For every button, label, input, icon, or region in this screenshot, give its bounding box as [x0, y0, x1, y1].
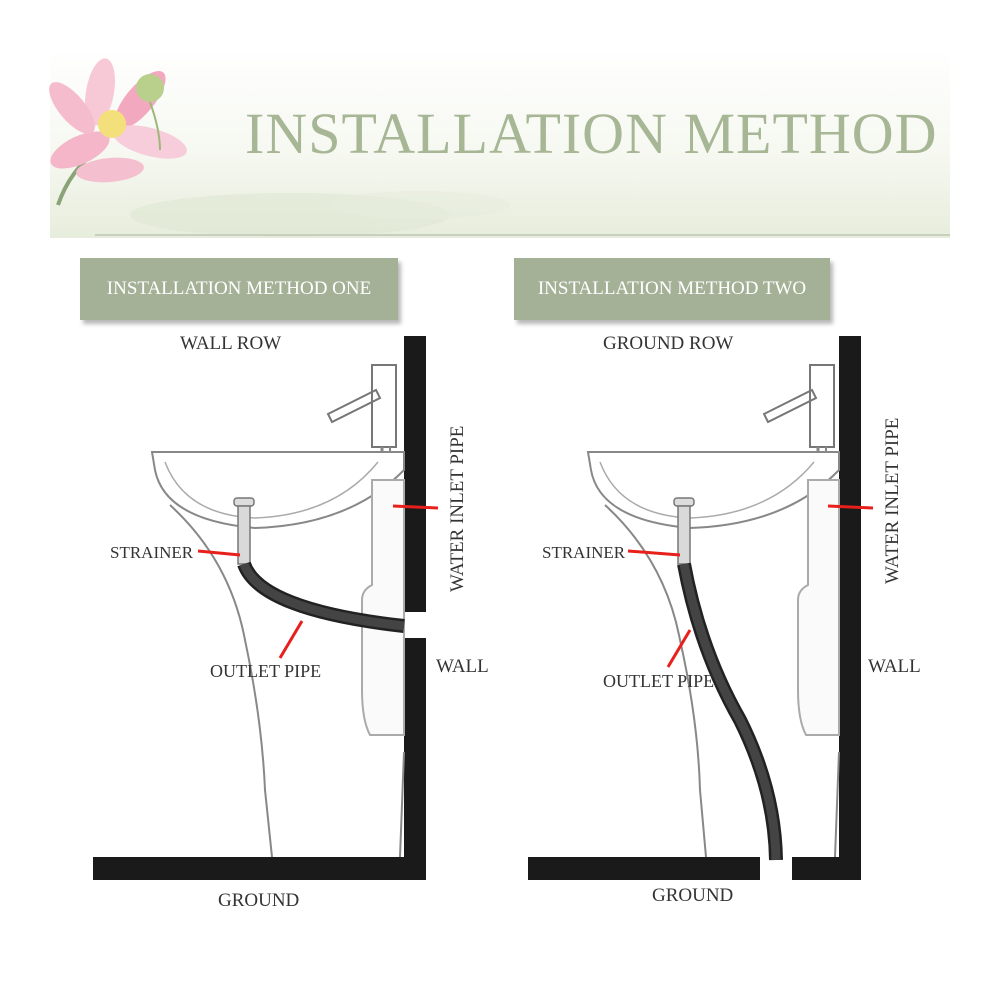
method-two-wall-label: WALL [868, 656, 921, 677]
page-title: INSTALLATION METHOD [245, 101, 938, 166]
wall-lower-one [404, 638, 426, 880]
method-one-subtitle: WALL ROW [180, 333, 282, 354]
ground-left-two [528, 857, 760, 880]
faucet-two [809, 364, 835, 448]
method-one-strainer-label: STRAINER [110, 543, 194, 562]
faucet-one [371, 364, 397, 448]
method-two-tag: INSTALLATION METHOD TWO [514, 258, 830, 320]
method-two-strainer-label: STRAINER [542, 543, 626, 562]
method-one-outlet-pipe-label: OUTLET PIPE [210, 661, 322, 681]
wall-two [839, 336, 861, 880]
pedestal-right-one [399, 751, 405, 858]
backplate-two [797, 479, 840, 736]
ground-right-two [792, 857, 861, 880]
faucet-handle-one [326, 388, 382, 424]
method-one-wall-label: WALL [436, 656, 489, 677]
banner-divider [95, 234, 950, 236]
pedestal-right-two [834, 751, 840, 858]
method-two-outlet-pipe-label: OUTLET PIPE [603, 671, 715, 691]
ground-one [93, 857, 426, 880]
method-two-ground-label: GROUND [652, 885, 734, 906]
method-two-subtitle: GROUND ROW [603, 333, 734, 354]
wall-upper-one [404, 336, 426, 612]
pedestal-left-two [604, 504, 707, 858]
method-two-water-inlet-label: WATER INLET PIPE [882, 417, 903, 584]
method-one-ground-label: GROUND [218, 890, 300, 911]
strainer-two [673, 497, 695, 507]
diagram-method-two [528, 336, 874, 880]
faucet-handle-two [762, 388, 818, 424]
backplate-one [361, 479, 405, 736]
pedestal-left-one [169, 504, 273, 858]
strainer-one [233, 497, 255, 507]
method-one-tag: INSTALLATION METHOD ONE [80, 258, 398, 320]
diagram-method-one [93, 336, 439, 880]
method-one-water-inlet-label: WATER INLET PIPE [447, 425, 468, 592]
